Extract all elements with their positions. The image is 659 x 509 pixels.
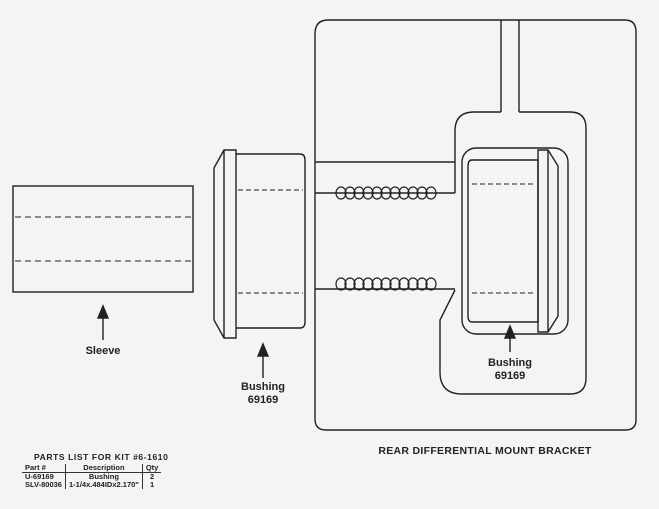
header-qty: Qty	[141, 464, 162, 473]
header-part-number: Part #	[22, 464, 66, 473]
qty-cell: 1	[141, 481, 162, 489]
right-bushing-label-line1: Bushing	[488, 357, 532, 369]
right-bushing-arrow	[503, 324, 517, 352]
left-bushing-part	[213, 149, 306, 339]
parts-list-title: PARTS LIST FOR KIT #6-1610	[34, 452, 169, 462]
table-row: SLV-80036 1-1/4x.484IDx2.170" 1	[22, 480, 162, 489]
part-number-cell: U-69169	[25, 472, 54, 481]
parts-list: PARTS LIST FOR KIT #6-1610 Part # Descri…	[22, 452, 168, 489]
qty-cell: 2	[141, 472, 162, 481]
right-bushing-label-line2: 69169	[494, 369, 526, 382]
mount-bracket	[314, 19, 637, 431]
left-bushing-label: Bushing 69169	[228, 381, 298, 406]
left-bushing-arrow	[256, 342, 270, 378]
description-cell: 1-1/4x.484IDx2.170"	[64, 481, 143, 489]
weld-bead-upper	[335, 186, 437, 200]
parts-list-table: Part # Description Qty U-69169 Bushing 2…	[22, 464, 162, 489]
sleeve-label: Sleeve	[85, 345, 121, 357]
table-row: U-69169 Bushing 2	[22, 472, 162, 481]
right-bushing-label: Bushing 69169	[475, 357, 545, 382]
header-description: Description	[64, 464, 143, 473]
bracket-label: REAR DIFFERENTIAL MOUNT BRACKET	[378, 445, 592, 457]
left-bushing-label-line2: 69169	[247, 393, 279, 406]
part-number-cell: SLV-80036	[25, 480, 62, 489]
right-bushing-part	[467, 149, 559, 333]
weld-bead-lower	[335, 277, 437, 291]
sleeve-part	[12, 185, 194, 293]
description-cell: Bushing	[64, 472, 143, 481]
left-bushing-label-line1: Bushing	[241, 381, 285, 393]
sleeve-arrow	[96, 304, 110, 340]
parts-list-header-row: Part # Description Qty	[22, 464, 162, 473]
